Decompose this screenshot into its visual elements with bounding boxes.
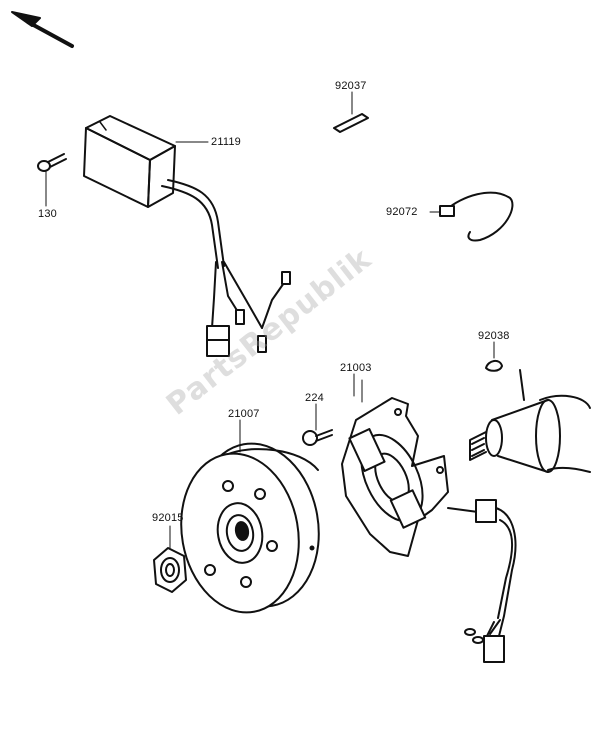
stator-21003-drawing	[341, 379, 517, 663]
nut-92015-drawing	[153, 525, 187, 593]
part-label-92037: 92037	[335, 80, 367, 92]
part-label-92072: 92072	[386, 206, 418, 218]
part-label-92015: 92015	[152, 512, 184, 524]
plate-92037-drawing	[333, 91, 369, 133]
part-label-130: 130	[38, 208, 57, 220]
bolt-130-drawing	[37, 153, 67, 207]
crankshaft-drawing	[469, 369, 591, 473]
part-label-21119: 21119	[211, 136, 241, 148]
part-label-92038: 92038	[478, 330, 510, 342]
flywheel-21007-drawing	[180, 419, 320, 614]
part-label-21007: 21007	[228, 408, 260, 420]
clamp-92072-drawing	[429, 191, 514, 242]
screw-224-drawing	[302, 403, 333, 446]
part-label-21003: 21003	[340, 362, 372, 374]
front-arrow-icon	[11, 11, 74, 48]
cdi-unit-drawing	[83, 115, 291, 357]
cap-92038-drawing	[485, 341, 503, 372]
part-label-224: 224	[305, 392, 324, 404]
